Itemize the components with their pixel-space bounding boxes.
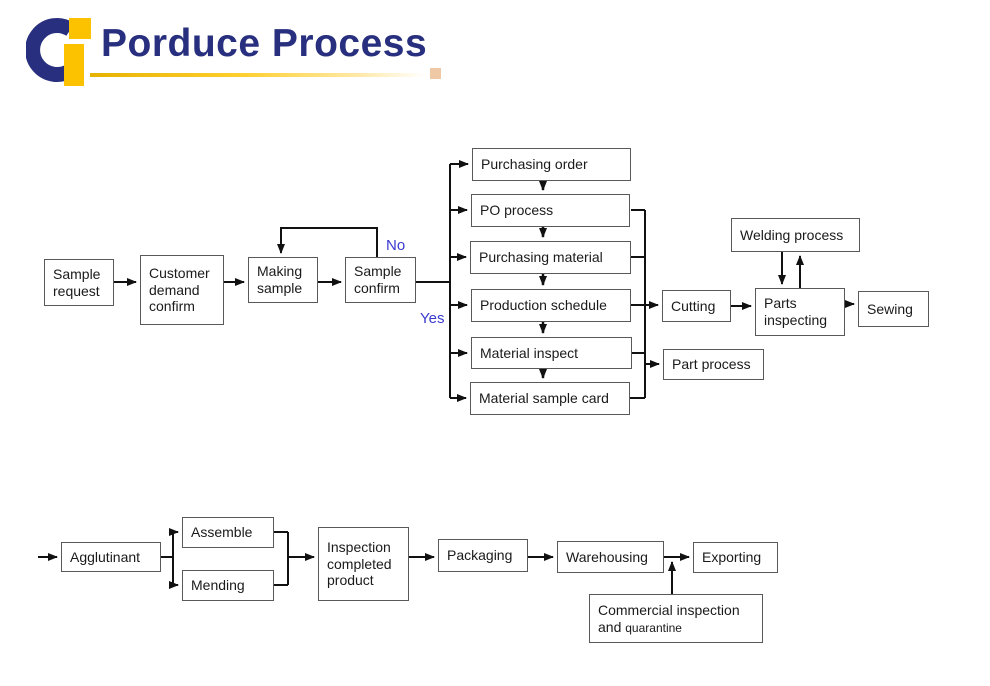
- node-production-schedule: Production schedule: [471, 289, 631, 322]
- commercial-line2-quarantine: quarantine: [625, 620, 682, 635]
- node-label: Packaging: [447, 547, 513, 564]
- node-mending: Mending: [182, 570, 274, 601]
- node-material-sample-card: Material sample card: [470, 382, 630, 415]
- logo-dot: [69, 18, 91, 39]
- node-exporting: Exporting: [693, 542, 778, 573]
- node-po-process: PO process: [471, 194, 630, 227]
- node-label: Material sample card: [479, 390, 609, 407]
- node-label: Sample confirm: [354, 263, 402, 296]
- logo-c-shape: [26, 18, 75, 82]
- node-welding-process: Welding process: [731, 218, 860, 252]
- edge-no-loop: [277, 227, 378, 257]
- node-inspection-completed-product: Inspection completed product: [318, 527, 409, 601]
- node-label: Agglutinant: [70, 548, 141, 565]
- node-label: Welding process: [740, 226, 844, 243]
- node-label: Assemble: [191, 524, 253, 541]
- node-commercial-inspection: Commercial inspection and quarantine: [589, 594, 763, 643]
- node-label: Cutting: [671, 297, 716, 314]
- logo-stem: [64, 44, 84, 86]
- node-assemble: Assemble: [182, 517, 274, 548]
- node-sewing: Sewing: [858, 291, 929, 327]
- decision-label-yes: Yes: [420, 310, 445, 327]
- node-label: Purchasing order: [481, 156, 588, 173]
- node-purchasing-order: Purchasing order: [472, 148, 631, 181]
- node-cutting: Cutting: [662, 290, 731, 322]
- node-material-inspect: Material inspect: [471, 337, 632, 369]
- node-agglutinant: Agglutinant: [61, 542, 161, 572]
- node-label: Sewing: [867, 300, 913, 317]
- commercial-line2-and: and: [598, 618, 626, 635]
- title-underline: [90, 73, 425, 77]
- node-label: Sample request: [53, 265, 101, 299]
- node-label: Warehousing: [566, 548, 648, 565]
- node-parts-inspecting: Parts inspecting: [755, 288, 845, 336]
- node-customer-demand-confirm: Customer demand confirm: [140, 255, 224, 325]
- node-label: Mending: [191, 577, 245, 594]
- title-underline-cap: [430, 68, 441, 79]
- page-title: Porduce Process: [101, 22, 428, 65]
- node-packaging: Packaging: [438, 539, 528, 572]
- node-label: Making sample: [257, 263, 303, 296]
- node-label: Inspection completed product: [327, 538, 392, 589]
- node-purchasing-material: Purchasing material: [470, 241, 631, 274]
- node-label: Material inspect: [480, 344, 579, 361]
- node-label: Parts inspecting: [764, 295, 828, 328]
- node-part-process: Part process: [663, 349, 764, 380]
- node-sample-confirm: Sample confirm: [345, 257, 416, 303]
- company-logo-icon: [26, 18, 91, 86]
- node-warehousing: Warehousing: [557, 541, 664, 573]
- node-label: Customer demand confirm: [149, 264, 210, 315]
- node-label: Purchasing material: [479, 249, 603, 266]
- node-label: Production schedule: [480, 297, 607, 314]
- node-sample-request: Sample request: [44, 259, 114, 306]
- node-label: Part process: [672, 356, 751, 373]
- decision-label-no: No: [386, 237, 406, 254]
- node-label: Exporting: [702, 549, 762, 566]
- node-making-sample: Making sample: [248, 257, 318, 303]
- node-label: PO process: [480, 202, 554, 219]
- node-label: Commercial inspection and quarantine: [598, 602, 740, 636]
- commercial-line1: Commercial inspection: [598, 601, 740, 618]
